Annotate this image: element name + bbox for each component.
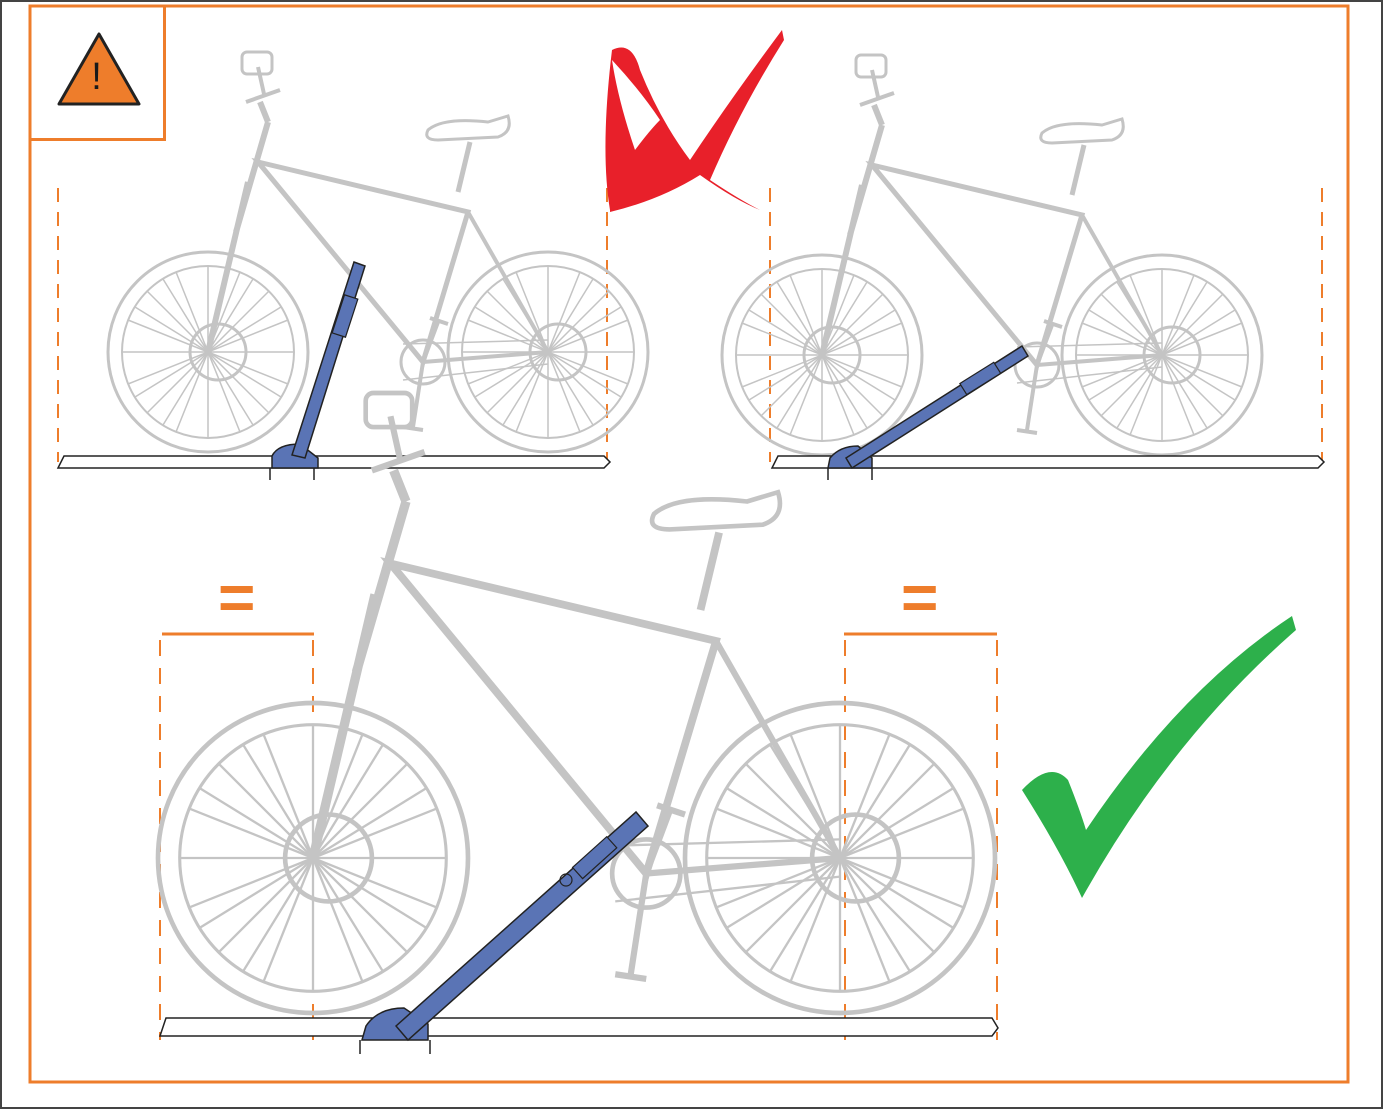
- left-equal-sign: =: [218, 561, 256, 633]
- panel-incorrect-2: [722, 55, 1326, 480]
- bike: [722, 55, 1262, 455]
- rack-arm: [269, 261, 366, 480]
- rack-arm: [827, 344, 1030, 480]
- warning-symbol: !: [91, 56, 102, 98]
- content-frame: [28, 4, 1350, 1084]
- panel-incorrect-1: [56, 52, 648, 480]
- rack-rail: [770, 455, 1326, 469]
- rack-rail: [158, 1017, 999, 1037]
- panel-correct: [158, 393, 998, 1054]
- right-equal-sign: =: [901, 561, 939, 633]
- red-cross-icon: [605, 30, 784, 212]
- rack-arm: [359, 810, 650, 1054]
- rack-rail: [56, 455, 612, 469]
- green-check-icon: [1022, 616, 1296, 898]
- warning-triangle-icon: [57, 32, 141, 106]
- bike: [158, 393, 995, 1013]
- warning-box: !: [30, 6, 166, 141]
